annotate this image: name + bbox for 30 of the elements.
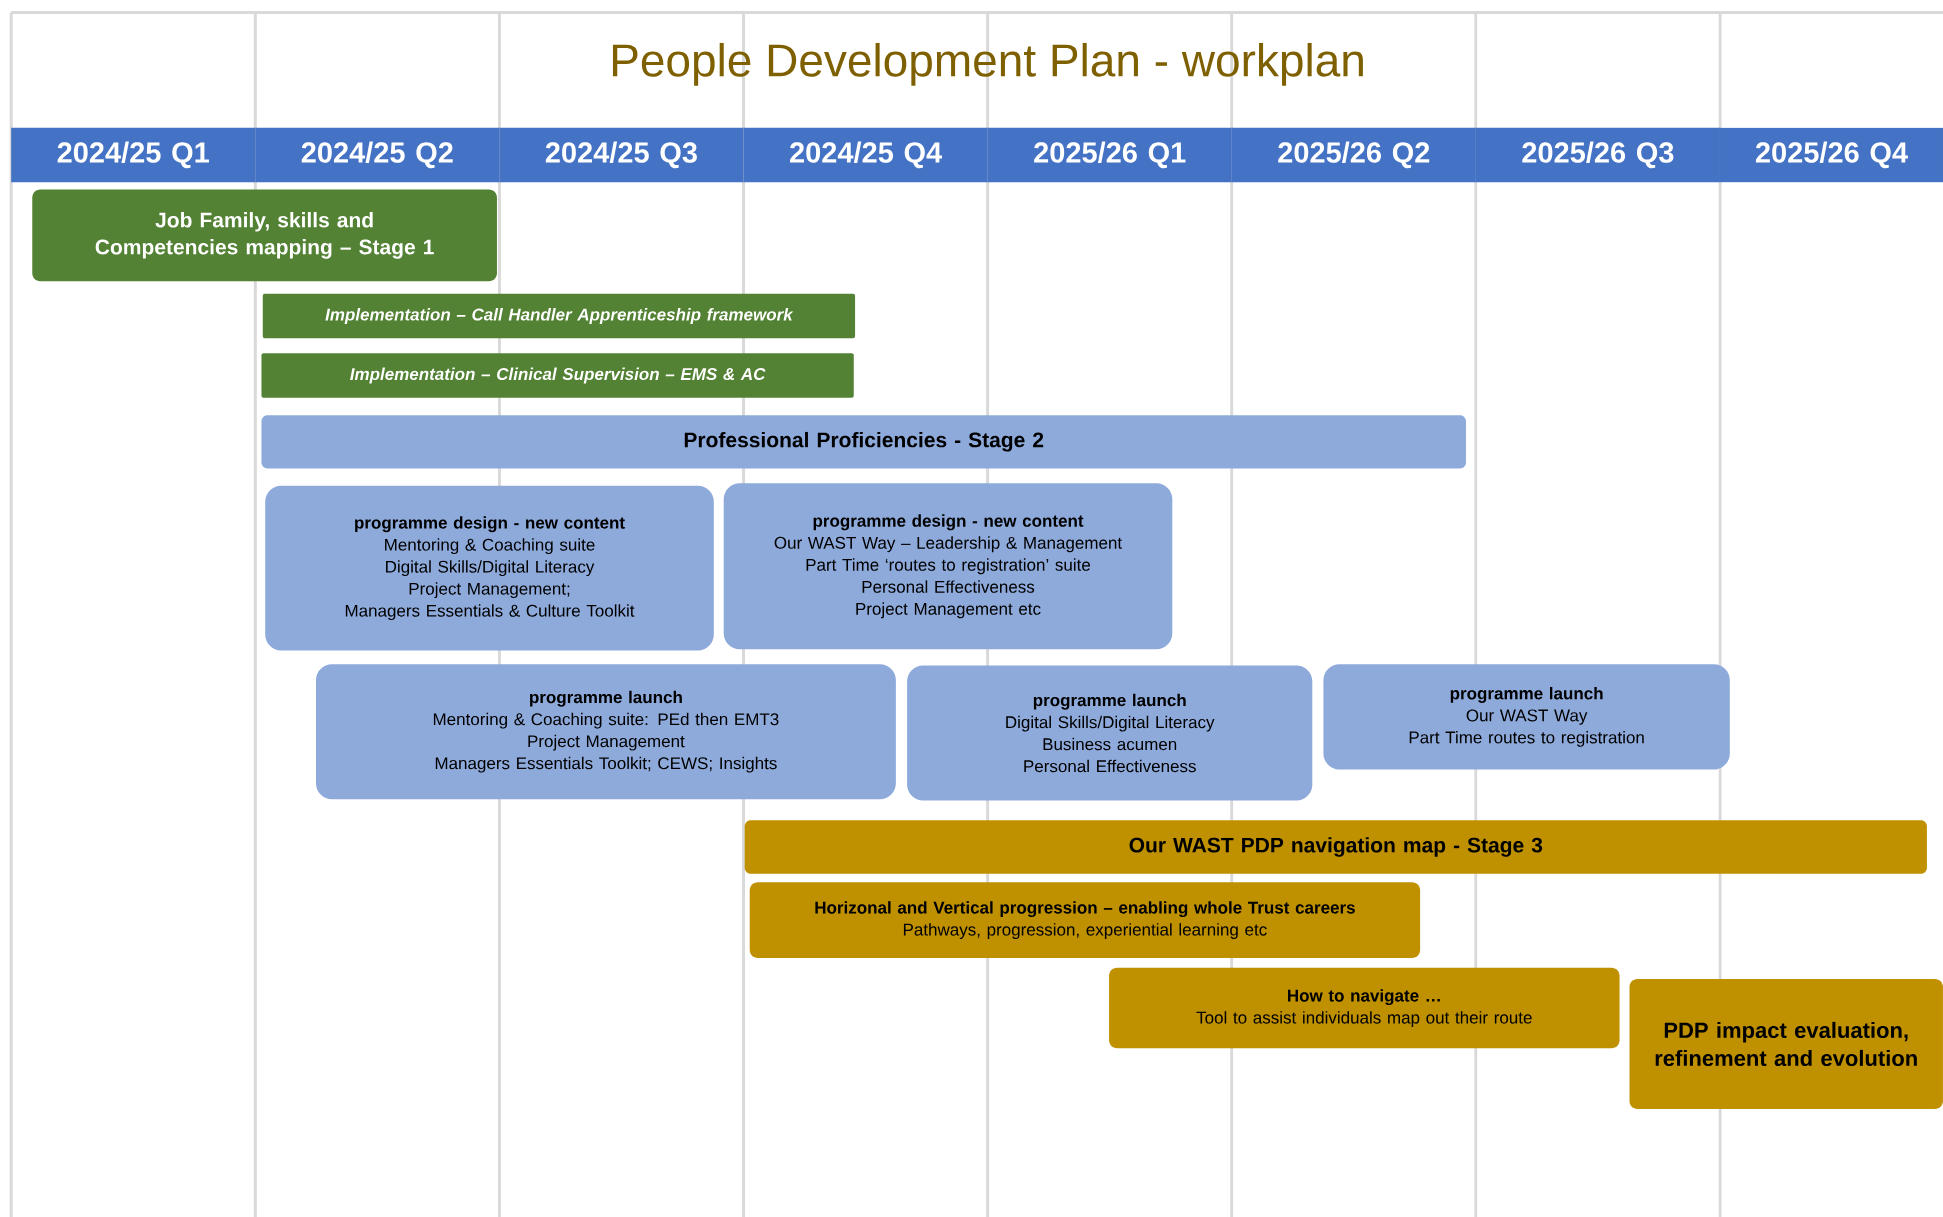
stage-bar: Our WAST PDP navigation map - Stage 3 — [744, 820, 1927, 874]
node-label: 2025/26 Q2 — [1278, 141, 1430, 169]
node-label: 2024/25 Q4 — [790, 141, 943, 169]
node-label: 2024/25 Q2 — [301, 141, 453, 169]
activity-box: How to navigate … Tool to assist individuals map out their route — [1109, 967, 1620, 1049]
activity-box: programme launch Our WAST Way Part Time routes to registration — [1323, 664, 1730, 770]
node-label: 2024/25 Q1 — [57, 141, 209, 169]
stage-bar: Professional Proficiencies - Stage 2 — [261, 415, 1466, 469]
header-cell: 2024/25 Q3 — [499, 127, 744, 183]
task-bar: Job Family, skills and Competencies mapping – Stage 1 — [32, 189, 497, 282]
header-cell: 2025/26 Q4 — [1720, 127, 1943, 183]
activity-box: PDP impact evaluation, refinement and evolution — [1629, 978, 1943, 1110]
node-label: 2025/26 Q3 — [1522, 141, 1674, 169]
task-bar: Implementation – Clinical Supervision – EMS & AC — [261, 353, 854, 398]
header-cell: 2024/25 Q2 — [255, 127, 500, 183]
activity-box: programme design - new content Our WAST Way – Leadership & Management Part Time ‘routes to registration’ suite Personal Effectiveness Project Management etc — [723, 483, 1173, 650]
title: People Development Plan - workplan — [612, 42, 1363, 86]
node-label: 2025/26 Q1 — [1034, 141, 1186, 169]
header-cell: 2024/25 Q4 — [743, 127, 988, 183]
header-cell: 2025/26 Q3 — [1475, 127, 1720, 183]
header-cell: 2025/26 Q1 — [987, 127, 1232, 183]
node-label: 2024/25 Q3 — [545, 141, 697, 169]
task-bar: Implementation – Call Handler Apprenticeship framework — [262, 293, 856, 339]
header-cell: 2024/25 Q1 — [11, 127, 256, 183]
activity-box: Horizonal and Vertical progression – enabling whole Trust careers Pathways, progression, experiential learning etc — [749, 882, 1421, 958]
activity-box: programme launch Digital Skills/Digital Literacy Business acumen Personal Effectiveness — [907, 665, 1313, 801]
activity-box: programme launch Mentoring & Coaching suite: PEd then EMT3 Project Management Managers Essentials Toolkit; CEWS; Insights — [315, 664, 896, 800]
node-label: 2025/26 Q4 — [1755, 141, 1908, 169]
header-cell: 2025/26 Q2 — [1231, 127, 1476, 183]
activity-box: programme design - new content Mentoring & Coaching suite Digital Skills/Digital Literacy Project Management; Managers Essentials & Culture Toolkit — [265, 485, 714, 651]
